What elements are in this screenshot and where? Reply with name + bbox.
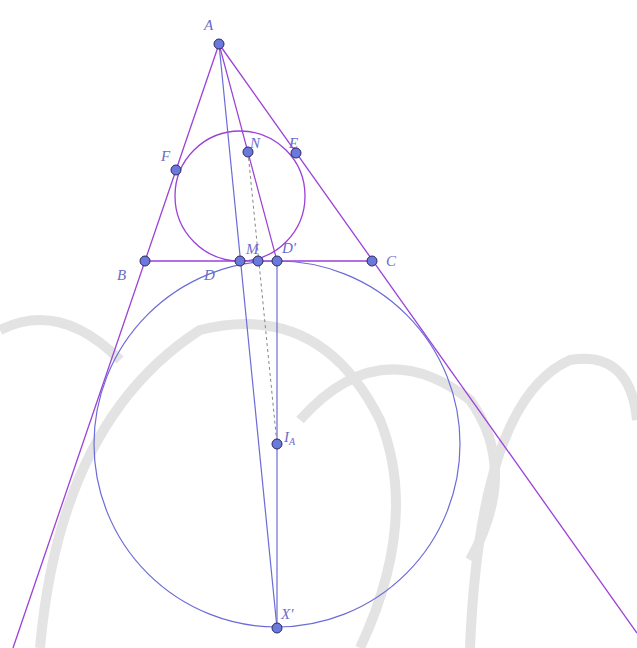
- point-label: F: [161, 149, 170, 164]
- construction-lines: [13, 44, 637, 648]
- point: [214, 39, 224, 49]
- points: [140, 39, 377, 633]
- excircle: [94, 261, 460, 627]
- point-label: C: [386, 254, 396, 269]
- point: [140, 256, 150, 266]
- point-label: N: [250, 136, 260, 151]
- watermark-sketch: [0, 320, 637, 648]
- point-label: A: [204, 18, 213, 33]
- point: [171, 165, 181, 175]
- point-label: B: [117, 268, 126, 283]
- point: [272, 623, 282, 633]
- point-label: E: [289, 136, 298, 151]
- line-ax: [219, 44, 277, 628]
- incircle: [175, 131, 305, 261]
- point: [272, 256, 282, 266]
- point: [253, 256, 263, 266]
- point-label: M: [246, 242, 259, 257]
- point-label: D: [204, 268, 215, 283]
- dashed-line: [248, 152, 277, 444]
- point-label: IA: [284, 430, 295, 447]
- point-label: X′: [281, 607, 293, 622]
- point: [235, 256, 245, 266]
- point: [367, 256, 377, 266]
- side-ab: [13, 44, 219, 648]
- line-ad: [219, 44, 277, 261]
- side-ac: [219, 44, 637, 633]
- point-label: D′: [282, 241, 296, 256]
- point: [272, 439, 282, 449]
